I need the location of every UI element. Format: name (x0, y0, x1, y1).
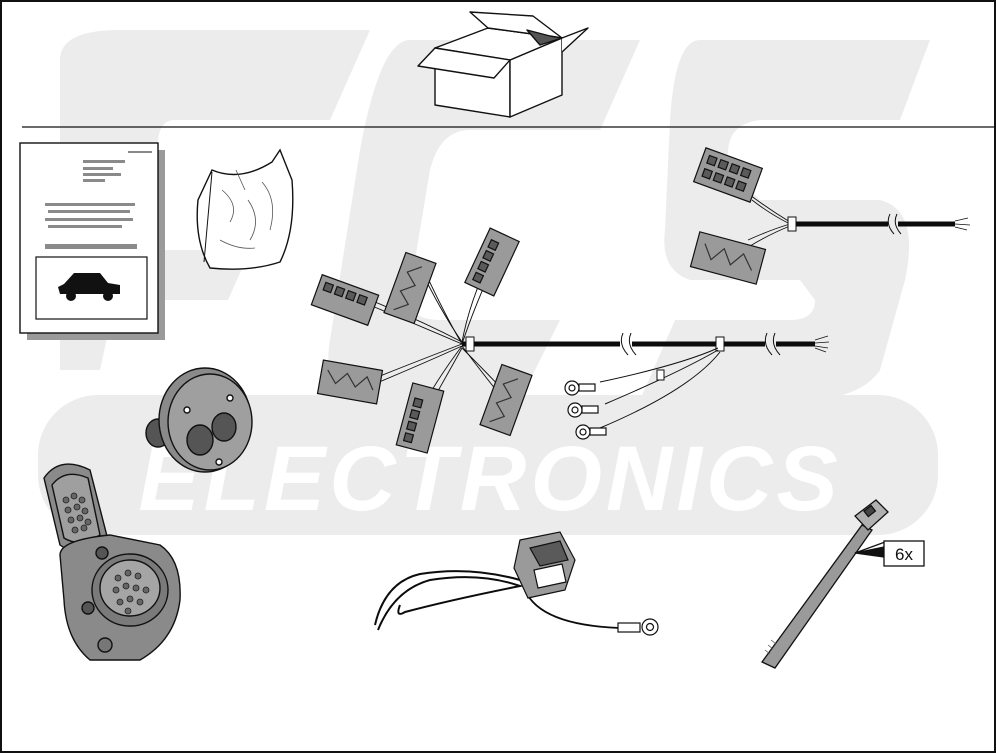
mounting-plate-icon (145, 367, 253, 473)
quantity-badge: 6x (883, 540, 925, 567)
main-wiring-harness-icon (310, 227, 830, 454)
instruction-manual-icon (19, 142, 165, 340)
secondary-harness-icon (689, 147, 971, 285)
watermark-brand: ELECTRONICS (138, 428, 841, 530)
car-icon (58, 273, 120, 301)
watermark-brand-text: ELECTRONICS (138, 428, 841, 530)
parts-bag-icon (196, 148, 294, 270)
ground-cable-icon (374, 531, 659, 636)
quantity-label: 6x (895, 545, 913, 564)
trailer-socket-icon (43, 463, 181, 661)
shipping-box-icon (417, 11, 589, 118)
cable-tie-icon (761, 499, 889, 669)
